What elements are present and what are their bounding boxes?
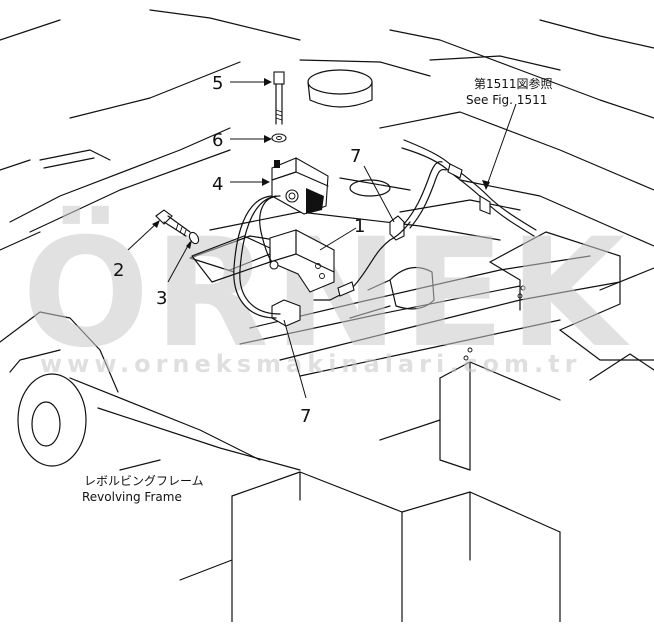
frame-label: レボルビングフレーム Revolving Frame	[82, 474, 204, 504]
leader-lines	[127, 78, 517, 399]
revolving-frame-drawing	[0, 9, 654, 623]
callout-1: 1	[354, 216, 365, 237]
parts	[155, 71, 537, 327]
watermark-logo: ÖRNEK	[22, 205, 630, 381]
part-1-bracket	[269, 229, 335, 293]
mounting-plate	[191, 235, 271, 283]
part-4-unit	[271, 157, 329, 215]
callout-3: 3	[156, 288, 167, 309]
watermark: ÖRNEK www.orneksmakinalari.com.tr	[22, 205, 630, 381]
callout-2: 2	[113, 260, 124, 281]
part-5-bolt	[273, 71, 285, 125]
reference-note: 第1511図参照 See Fig. 1511	[466, 76, 553, 107]
frame-label-english: Revolving Frame	[82, 490, 182, 504]
part-6-washer	[271, 133, 287, 143]
callout-4: 4	[212, 174, 223, 195]
callouts: 5 6 4 2 3 1 7 7	[113, 73, 365, 427]
part-2-bolt	[155, 209, 191, 237]
callout-7-lower: 7	[300, 406, 311, 427]
callout-5: 5	[212, 73, 223, 94]
frame-label-japanese: レボルビングフレーム	[84, 474, 204, 488]
watermark-url: www.orneksmakinalari.com.tr	[40, 350, 581, 378]
reference-note-japanese: 第1511図参照	[474, 76, 553, 91]
callout-6: 6	[212, 130, 223, 151]
reference-note-english: See Fig. 1511	[466, 93, 547, 107]
callout-7-upper: 7	[350, 146, 361, 167]
wiring-harness	[233, 139, 537, 319]
